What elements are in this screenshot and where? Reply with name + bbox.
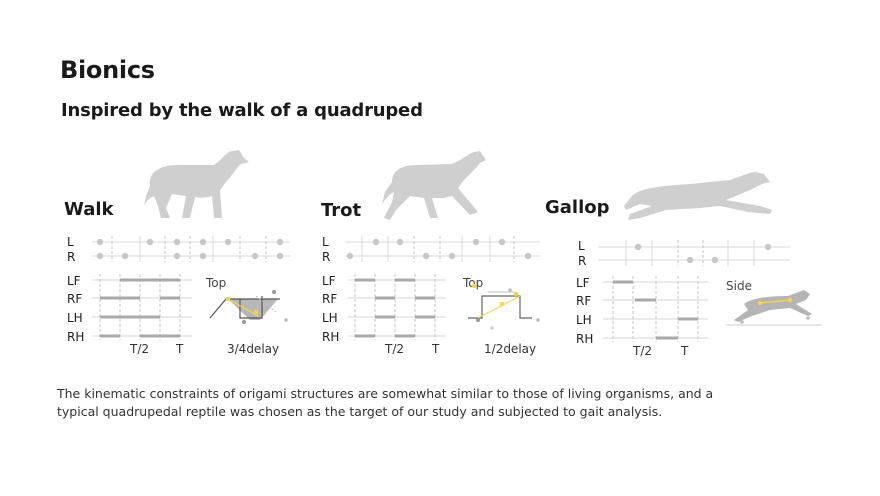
gait-title-gallop: Gallop	[545, 197, 610, 218]
trot-view-label: Top	[462, 276, 483, 290]
caption-line-1: The kinematic constraints of origami str…	[57, 386, 714, 401]
walk-contact-diagram	[92, 236, 290, 262]
gallop-label-R: R	[578, 254, 586, 268]
trot-label-LH: LH	[322, 311, 338, 325]
trot-tick-half: T/2	[384, 342, 404, 356]
caption-line-2: typical quadrupedal reptile was chosen a…	[57, 404, 663, 419]
gait-title-walk: Walk	[64, 199, 114, 220]
trot-tick-full: T	[431, 342, 440, 356]
trot-label-L: L	[322, 235, 329, 249]
walk-label-LF: LF	[67, 274, 81, 288]
gallop-contact-diagram	[598, 240, 790, 266]
trot-label-RF: RF	[322, 292, 337, 306]
trot-contact-diagram	[345, 236, 540, 262]
galloping-dog-silhouette	[624, 172, 772, 220]
trot-phase-diagram	[348, 274, 446, 340]
walk-label-RF: RF	[67, 292, 82, 306]
walk-phase-diagram	[92, 274, 192, 340]
walk-label-LH: LH	[67, 311, 83, 325]
trot-label-RH: RH	[322, 330, 339, 344]
page-title: Bionics	[60, 56, 155, 84]
walking-dog-silhouette	[144, 150, 249, 218]
gallop-label-L: L	[578, 239, 585, 253]
caption: The kinematic constraints of origami str…	[57, 385, 747, 421]
gallop-label-LH: LH	[576, 313, 592, 327]
gallop-label-RH: RH	[576, 332, 593, 346]
walk-label-RH: RH	[67, 330, 84, 344]
gallop-side-view-diagram	[726, 290, 822, 326]
walk-view-label: Top	[205, 276, 226, 290]
walk-label-L: L	[67, 235, 74, 249]
walk-tick-half: T/2	[129, 342, 149, 356]
walk-label-R: R	[67, 250, 75, 264]
gallop-tick-half: T/2	[632, 344, 652, 358]
walk-tick-full: T	[175, 342, 184, 356]
walk-delay-label: 3/4delay	[227, 342, 279, 356]
gallop-label-RF: RF	[576, 294, 591, 308]
trot-top-view-diagram	[468, 283, 540, 330]
trot-delay-label: 1/2delay	[484, 342, 536, 356]
gait-title-trot: Trot	[321, 200, 362, 221]
gallop-tick-full: T	[680, 344, 689, 358]
gallop-label-LF: LF	[576, 276, 590, 290]
page-subtitle: Inspired by the walk of a quadruped	[61, 100, 423, 121]
trot-label-LF: LF	[322, 274, 336, 288]
walk-top-view-diagram	[209, 290, 288, 324]
trotting-dog-silhouette	[382, 151, 486, 220]
trot-label-R: R	[322, 250, 330, 264]
gallop-view-label: Side	[726, 279, 752, 293]
gallop-phase-diagram	[603, 276, 708, 342]
